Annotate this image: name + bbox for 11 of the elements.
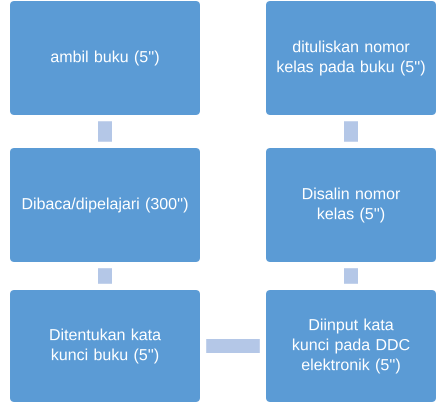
- connector-bar: [206, 339, 260, 353]
- process-box: dituliskan nomor kelas pada buku (5''): [266, 1, 436, 115]
- connector-bar: [344, 121, 358, 142]
- connector-bar: [98, 121, 112, 142]
- process-box: Ditentukan kata kunci buku (5''): [10, 290, 200, 402]
- connector-bar: [344, 268, 358, 284]
- process-box: Disalin nomor kelas (5''): [266, 148, 436, 262]
- process-box: Diinput kata kunci pada DDC elektronik (5''): [266, 290, 436, 402]
- process-box: ambil buku (5''): [10, 1, 200, 115]
- connector-bar: [98, 268, 112, 284]
- process-box: Dibaca/dipelajari (300''): [10, 148, 200, 262]
